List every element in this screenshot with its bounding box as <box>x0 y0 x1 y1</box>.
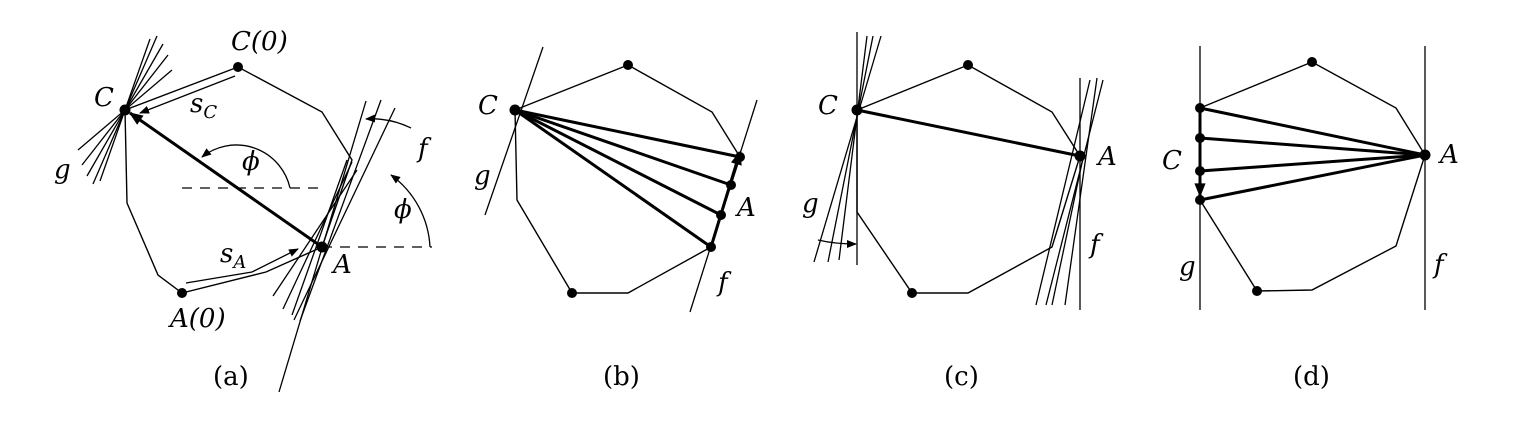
arc-phi-2 <box>390 174 431 248</box>
arc-phi-1 <box>201 144 291 189</box>
arc-f-rotation <box>365 114 412 129</box>
label-C: C <box>478 91 498 121</box>
vertex-top <box>1307 57 1317 67</box>
label-f: f <box>716 268 732 298</box>
label-A: A <box>1096 142 1117 172</box>
label-C: C <box>94 83 114 113</box>
label-A0: A(0) <box>168 304 226 334</box>
vertex-C1 <box>1195 103 1205 113</box>
tangent-g <box>484 46 544 216</box>
vertex-A <box>716 210 726 220</box>
arrow-A-to-C <box>128 111 323 249</box>
line-fan-f <box>1035 77 1104 310</box>
vertex-bottom <box>567 288 577 298</box>
caption-d: (d) <box>1293 362 1330 392</box>
polygon-d <box>1199 61 1426 292</box>
label-f: f <box>1088 230 1104 260</box>
caption-a: (a) <box>213 362 249 392</box>
vertex-A4 <box>706 242 716 252</box>
label-A: A <box>735 193 756 223</box>
label-sA: sA <box>220 239 246 273</box>
vertex-A <box>1074 150 1086 162</box>
arrow-sC <box>139 75 236 114</box>
label-phi-2: ϕ <box>394 195 412 225</box>
vertex-bottom <box>1252 286 1262 296</box>
arrow-up-edge <box>709 150 742 248</box>
arc-g-rotation <box>817 239 857 248</box>
label-C: C <box>1162 146 1182 176</box>
polygon-c <box>856 64 1081 294</box>
vertex-C <box>509 104 521 116</box>
caption-c: (c) <box>944 362 979 392</box>
panel-a: C C(0) A A(0) g f sC sA ϕ ϕ (a) <box>54 27 432 393</box>
line-fan-g <box>77 35 173 185</box>
chord-fan <box>1199 106 1426 202</box>
panel-c: C A g f (c) <box>802 32 1117 392</box>
chord-fan <box>514 108 741 249</box>
vertex-C0 <box>233 62 243 72</box>
vertex-top <box>963 60 973 70</box>
vertex-A2 <box>726 180 736 190</box>
caption-b: (b) <box>603 362 640 392</box>
vertex-bottom <box>907 288 917 298</box>
label-f: f <box>1432 250 1448 280</box>
vertex-top <box>623 60 633 70</box>
label-g: g <box>474 161 491 191</box>
vertex-C3 <box>1195 166 1205 176</box>
label-A: A <box>1438 140 1459 170</box>
vertex-C <box>851 104 863 116</box>
vertex-A0 <box>177 288 187 298</box>
label-g: g <box>1179 252 1196 282</box>
label-A: A <box>331 250 352 280</box>
vertex-C2 <box>1195 133 1205 143</box>
line-fan-f <box>272 99 396 393</box>
label-C: C <box>818 91 838 121</box>
label-phi-1: ϕ <box>242 147 260 177</box>
chord-C-A <box>856 108 1081 158</box>
polygon-a <box>124 66 353 294</box>
vertex-C4 <box>1195 195 1205 205</box>
arrow-sA <box>185 248 299 284</box>
vertex-A1 <box>735 152 745 162</box>
label-f: f <box>416 134 432 164</box>
line-fan-g <box>813 32 882 265</box>
label-g: g <box>54 155 71 185</box>
label-sC: sC <box>190 89 217 123</box>
vertex-A <box>1419 149 1431 161</box>
panel-b: C A g f (b) <box>474 46 758 392</box>
label-g: g <box>802 189 819 219</box>
label-C0: C(0) <box>231 27 288 57</box>
panel-d: C A g f (d) <box>1162 46 1459 392</box>
